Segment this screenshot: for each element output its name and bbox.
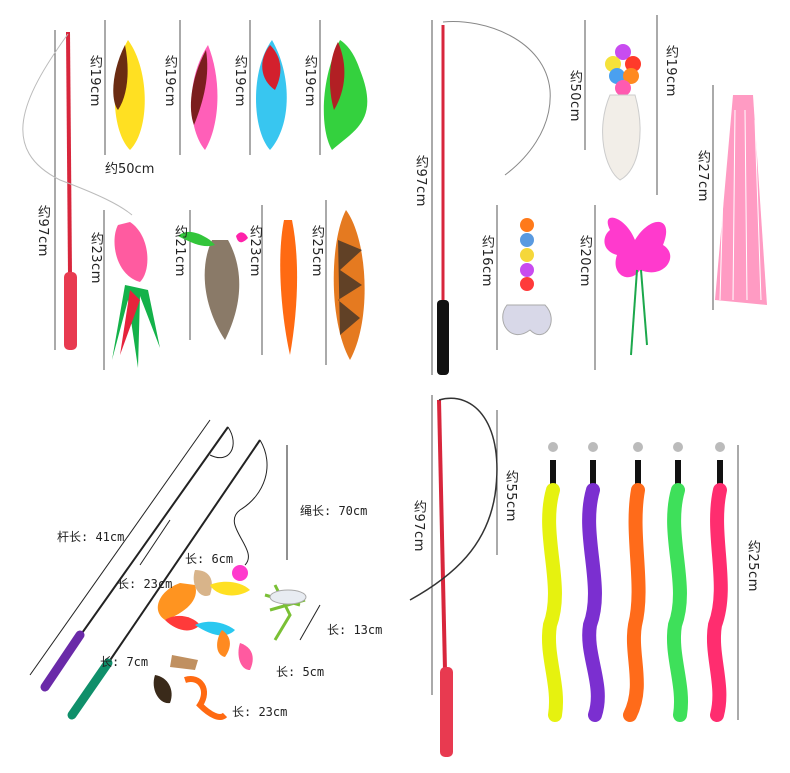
length-13cm-label: 长: 13cm <box>327 623 383 637</box>
rod-length-label: 杆长: 41cm <box>57 530 125 544</box>
wand-length-label: 约97cm <box>35 205 50 257</box>
worm-2 <box>582 442 605 722</box>
panel-worm-set: 约97cm 约55cm 约25cm <box>395 385 790 773</box>
worm-length-label: 约25cm <box>745 540 760 592</box>
wand-length-label: 约97cm <box>411 500 426 552</box>
feather-set-illustration <box>22 20 368 370</box>
wand-length-label: 约97cm <box>413 155 428 207</box>
fish-toy-length-label: 约23cm <box>88 232 103 284</box>
butterfly-length-label: 约20cm <box>577 235 592 287</box>
worm-set-illustration <box>409 395 739 757</box>
string-length-label: 约50cm <box>567 70 582 122</box>
length-6cm-label: 长: 6cm <box>185 552 234 566</box>
panel-feather-set: 约97cm 约50cm 约19cm 约19cm 约19cm 约19cm 约23c… <box>0 0 395 385</box>
panel-pompom-set: 约97cm 约50cm 约19cm 约27cm 约16cm 约20cm <box>395 0 790 385</box>
caterpillar-length-label: 约16cm <box>479 235 494 287</box>
length-7cm-label: 长: 7cm <box>100 655 149 669</box>
pompom-length-label: 约19cm <box>663 45 678 97</box>
rope-length-label: 绳长: 70cm <box>300 504 368 518</box>
worm-4 <box>667 442 688 722</box>
worm-3 <box>623 442 646 722</box>
length-5cm-label: 长: 5cm <box>276 665 325 679</box>
string-length-label: 约50cm <box>105 162 155 177</box>
string-length-label: 约55cm <box>503 470 518 522</box>
striped-tail-length-label: 约25cm <box>309 225 324 277</box>
length-23cm-label-a: 长: 23cm <box>117 577 173 591</box>
feather-length-label-3: 约19cm <box>232 55 247 107</box>
worm-1 <box>542 442 563 722</box>
feather-length-label-4: 约19cm <box>302 55 317 107</box>
length-23cm-label-b: 长: 23cm <box>232 705 288 719</box>
feather-length-label-1: 约19cm <box>87 55 102 107</box>
panel-rod-set: 杆长: 41cm 绳长: 70cm 长: 6cm 长: 23cm 长: 13cm… <box>0 385 395 773</box>
worm-5 <box>707 442 728 722</box>
orange-worm-length-label: 约23cm <box>247 225 262 277</box>
tinsel-length-label: 约27cm <box>695 150 710 202</box>
quail-feather-length-label: 约21cm <box>172 225 187 277</box>
feather-length-label-2: 约19cm <box>162 55 177 107</box>
rod-set-illustration <box>29 419 321 720</box>
pompom-set-illustration <box>431 15 767 375</box>
